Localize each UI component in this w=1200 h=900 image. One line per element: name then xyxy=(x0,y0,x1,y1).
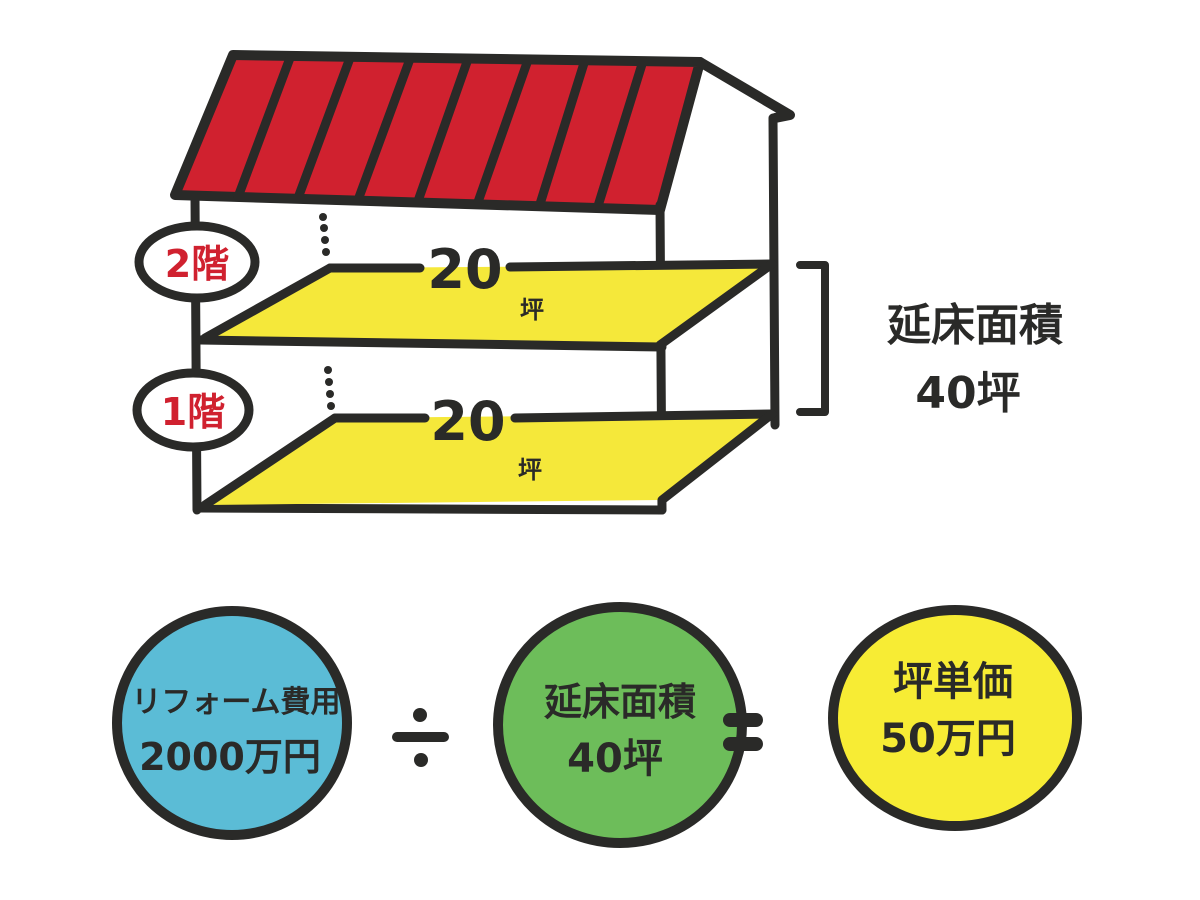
area-value: 40坪 xyxy=(567,736,663,782)
cost-circle xyxy=(112,606,352,840)
cost-value: 2000万円 xyxy=(139,735,321,779)
cost-label: リフォーム費用 xyxy=(131,685,340,720)
floor1-area-value: 20 xyxy=(430,390,505,453)
unit-price-circle xyxy=(828,605,1082,831)
divide-icon xyxy=(392,708,449,767)
total-area-value: 40坪 xyxy=(915,368,1020,419)
area-label: 延床面積 xyxy=(544,680,696,724)
unit-price-label: 坪単価 xyxy=(893,659,1013,705)
total-bracket xyxy=(796,261,829,416)
floor1-label-badge xyxy=(132,368,254,452)
floor1-area-unit: 坪 xyxy=(518,456,542,484)
floor2-area-unit: 坪 xyxy=(520,296,544,324)
equals-icon xyxy=(723,713,763,751)
floor2-label-badge xyxy=(134,221,260,303)
floor1-label: 1階 xyxy=(161,390,225,434)
floor2-area-value: 20 xyxy=(427,238,502,301)
floor1-plate xyxy=(200,366,777,510)
floor2-label: 2階 xyxy=(165,242,229,286)
unit-price-value: 50万円 xyxy=(880,716,1016,762)
total-area-label: 延床面積 xyxy=(887,300,1063,351)
floor2-plate xyxy=(195,213,777,352)
